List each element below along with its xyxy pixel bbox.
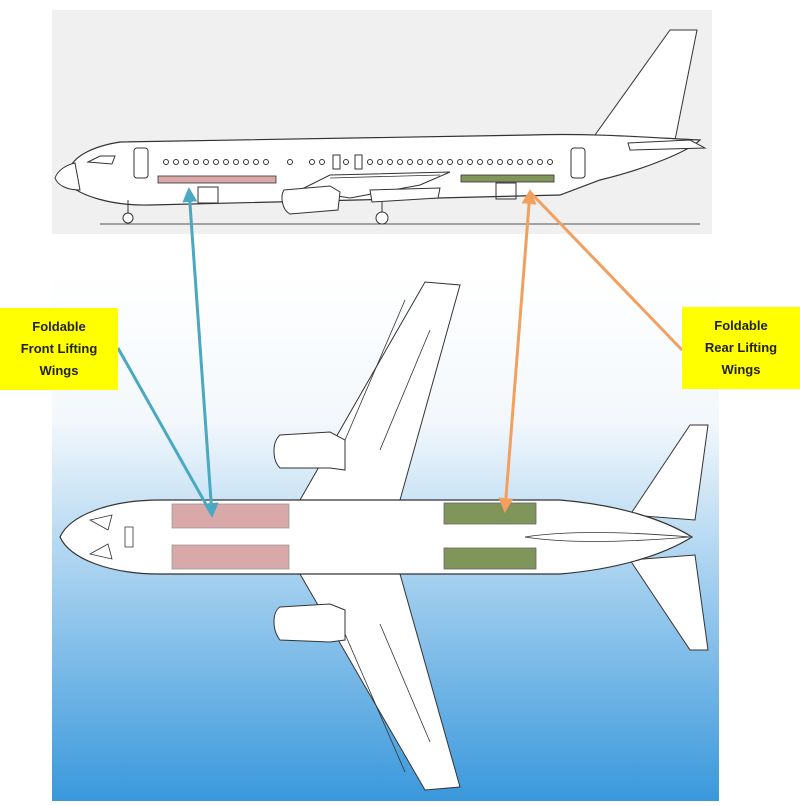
front-callout-leader [116, 347, 214, 516]
front-callout-line1: Foldable [32, 319, 86, 334]
top-front-wing-upper [171, 503, 290, 529]
top-view [52, 272, 719, 801]
side-front-wing [157, 175, 277, 184]
rear-callout-line1: Foldable [714, 318, 768, 333]
rear-callout-leader [528, 190, 684, 352]
top-rear-wing-upper [443, 502, 537, 525]
front-arrow [182, 187, 219, 518]
rear-wing-callout: Foldable Rear Lifting Wings [682, 307, 800, 389]
rear-arrow [498, 189, 537, 513]
front-callout-line3: Wings [39, 363, 79, 378]
rear-callout-line2: Rear Lifting [704, 340, 778, 355]
side-rear-wing [460, 174, 555, 183]
top-rear-wing-lower [443, 547, 537, 570]
front-wing-callout: Foldable Front Lifting Wings [0, 308, 118, 390]
rear-callout-line3: Wings [721, 362, 761, 377]
front-callout-line2: Front Lifting [20, 341, 98, 356]
top-front-wing-lower [171, 544, 290, 570]
side-view [52, 10, 712, 234]
